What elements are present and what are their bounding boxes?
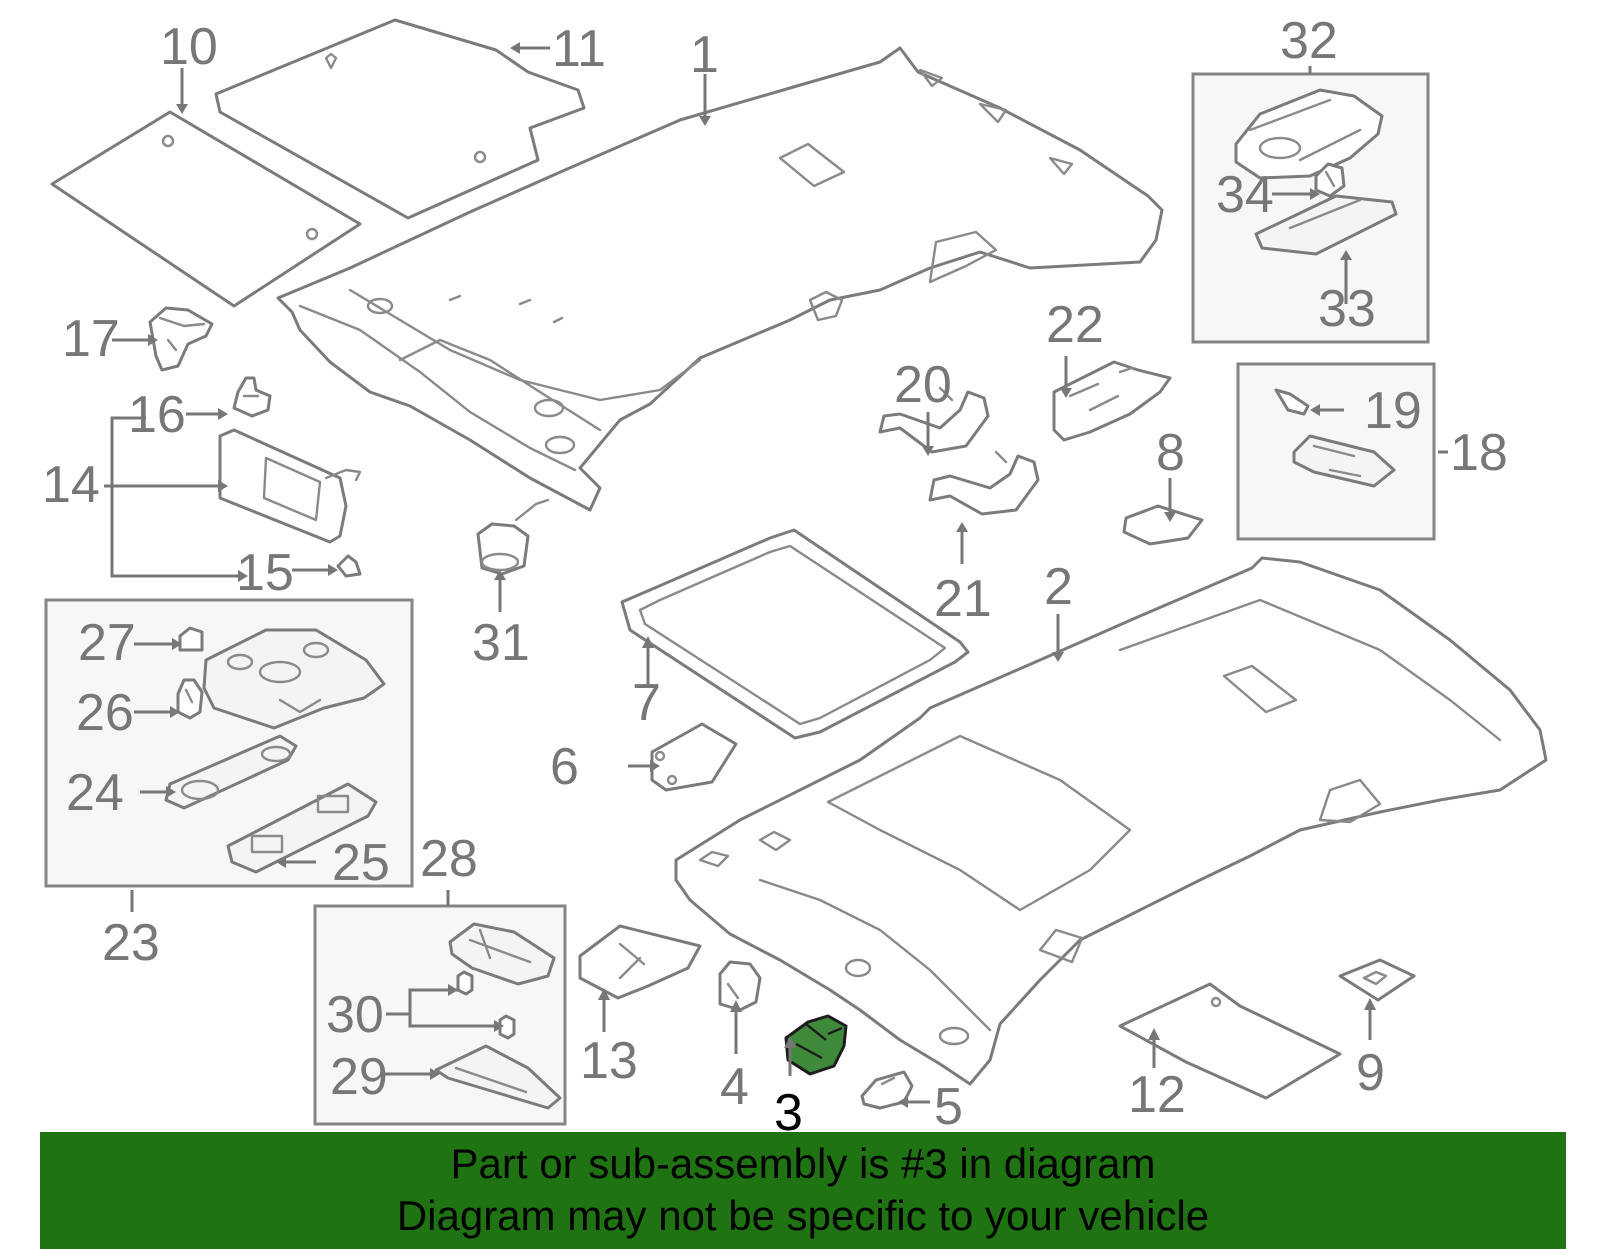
part-13-pad [578, 924, 702, 1000]
banner-line-1: Part or sub-assembly is #3 in diagram [450, 1140, 1156, 1187]
part-5-clip [860, 1070, 914, 1110]
part-9-lamp [1338, 958, 1416, 1002]
callout-11: 11 [552, 20, 606, 78]
callout-7: 7 [632, 674, 661, 732]
part-24-lens [164, 734, 298, 810]
callout-33: 33 [1318, 280, 1376, 338]
callout-16: 16 [128, 386, 186, 444]
part-2-headliner [674, 556, 1548, 1086]
part-21-grab-handle [928, 450, 1040, 516]
callout-13: 13 [580, 1032, 638, 1090]
part-17-clip [148, 306, 214, 372]
callout-15: 15 [236, 544, 294, 602]
callout-18: 18 [1450, 424, 1508, 482]
callout-28: 28 [420, 830, 478, 888]
part-28-lamp [448, 922, 556, 986]
part-27-clip [178, 626, 204, 652]
part-26-bulb [176, 678, 204, 720]
part-16-clip [232, 376, 272, 418]
callout-23: 23 [102, 914, 160, 972]
callout-5: 5 [934, 1078, 963, 1136]
callout-12: 12 [1128, 1066, 1186, 1124]
part-30-bulb-a [456, 970, 474, 996]
callout-21: 21 [934, 570, 992, 628]
callout-4: 4 [720, 1058, 749, 1116]
part-19-bulb [1274, 388, 1310, 416]
callout-27: 27 [78, 614, 136, 672]
part-31-lamp [476, 498, 550, 576]
part-14-sun-visor [218, 428, 362, 544]
callout-34: 34 [1216, 166, 1274, 224]
part-15-visor-clip [336, 554, 362, 578]
banner-line-2: Diagram may not be specific to your vehi… [396, 1192, 1210, 1239]
callout-30: 30 [326, 986, 384, 1044]
info-banner: Part or sub-assembly is #3 in diagram Di… [40, 1132, 1566, 1249]
callout-9: 9 [1356, 1044, 1385, 1102]
callout-10: 10 [160, 18, 218, 76]
part-29-lens [434, 1044, 562, 1110]
part-1-headliner [276, 46, 1164, 512]
part-8-pad [1122, 504, 1204, 546]
part-23-console [202, 628, 386, 730]
callout-20: 20 [894, 356, 952, 414]
part-22-bracket [1052, 360, 1172, 442]
part-10-insulator [50, 110, 362, 308]
part-30-bulb-b [498, 1014, 516, 1040]
part-25-lens [226, 782, 378, 874]
leader-arrowheads [148, 42, 1376, 1108]
part-34-bulb [1314, 162, 1346, 198]
callout-labels: 10 11 1 32 17 22 34 33 16 20 19 18 14 8 … [42, 12, 1508, 1142]
callout-29: 29 [330, 1048, 388, 1106]
callout-1: 1 [690, 26, 719, 84]
part-3-highlighted [784, 1014, 848, 1076]
part-4-clip [718, 960, 762, 1012]
part-33-lens [1254, 194, 1398, 256]
callout-6: 6 [550, 738, 579, 796]
part-6-pad [650, 722, 738, 792]
part-11-insulator [214, 18, 586, 220]
callout-2: 2 [1044, 558, 1073, 616]
callout-17: 17 [62, 310, 120, 368]
callout-25: 25 [332, 834, 390, 892]
leader-lines [104, 46, 1448, 1104]
callout-31: 31 [472, 614, 530, 672]
callout-8: 8 [1156, 424, 1185, 482]
callout-24: 24 [66, 764, 124, 822]
callout-19: 19 [1364, 382, 1422, 440]
callout-14: 14 [42, 456, 100, 514]
part-18-map-lamp [1292, 434, 1396, 488]
part-7-sunroof-seal [620, 528, 970, 740]
callout-22: 22 [1046, 296, 1104, 354]
part-32-console [1234, 88, 1384, 180]
callout-26: 26 [76, 684, 134, 742]
part-12-pad [1118, 982, 1342, 1100]
callout-32: 32 [1280, 12, 1338, 70]
